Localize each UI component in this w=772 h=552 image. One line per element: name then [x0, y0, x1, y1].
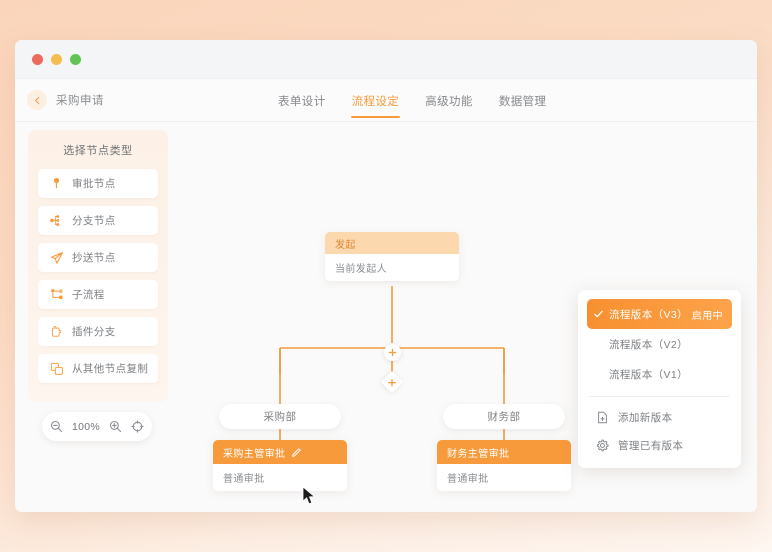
approval-node-body: 普通审批: [447, 474, 489, 485]
gear-icon: [595, 438, 609, 452]
add-branch-button[interactable]: [380, 370, 404, 394]
node-type-panel-title: 选择节点类型: [63, 145, 133, 157]
file-plus-icon: [595, 410, 609, 424]
node-type-branch[interactable]: 分支节点: [38, 206, 158, 235]
approval-node-body: 普通审批: [223, 474, 265, 485]
node-type-panel: 选择节点类型 审批节点 分支节点: [28, 130, 168, 402]
node-type-approval[interactable]: 审批节点: [38, 169, 158, 198]
version-item-label: 流程版本（V2）: [609, 338, 689, 351]
node-type-plugin-branch[interactable]: 插件分支: [38, 317, 158, 346]
tab-process-settings[interactable]: 流程设定: [339, 79, 413, 122]
node-type-label: 插件分支: [72, 326, 116, 338]
branch-label-procurement[interactable]: 采购部: [219, 404, 341, 429]
node-type-copy-from-other[interactable]: 从其他节点复制: [38, 354, 158, 383]
start-node-header: 发起: [325, 232, 459, 254]
node-type-label: 审批节点: [72, 178, 116, 190]
node-type-cc[interactable]: 抄送节点: [38, 243, 158, 272]
zoom-out-icon[interactable]: [50, 420, 63, 433]
tab-form-design[interactable]: 表单设计: [278, 95, 326, 108]
version-item-v3[interactable]: 流程版本（V3） 启用中: [587, 299, 732, 329]
app-header: 采购申请 表单设计 流程设定 高级功能 数据管理: [15, 79, 757, 122]
branch-icon: [49, 213, 64, 228]
window-titlebar: [15, 40, 757, 79]
pencil-icon[interactable]: [291, 447, 302, 458]
node-type-label: 分支节点: [72, 215, 116, 227]
approval-node-header: 采购主管审批: [213, 440, 347, 464]
divider: [589, 396, 730, 397]
back-label: 采购申请: [56, 95, 104, 107]
version-item-v1[interactable]: 流程版本（V1）: [587, 359, 732, 389]
check-icon: [593, 309, 604, 320]
fit-to-screen-icon[interactable]: [131, 420, 144, 433]
plus-icon: [388, 378, 397, 387]
add-node-button[interactable]: [384, 343, 401, 361]
tab-data-management[interactable]: 数据管理: [498, 95, 547, 108]
approval-node-finance[interactable]: 财务主管审批 普通审批: [437, 440, 571, 491]
version-item-v2[interactable]: 流程版本（V2）: [587, 329, 732, 359]
version-item-label: 流程版本（V3）: [609, 308, 689, 321]
subflow-icon: [49, 287, 64, 302]
status-badge: 启用中: [691, 310, 723, 322]
start-node-body: 当前发起人: [335, 264, 387, 275]
branch-label-finance[interactable]: 财务部: [443, 404, 565, 429]
approval-node-header: 财务主管审批: [437, 440, 571, 464]
paper-plane-icon: [49, 250, 64, 265]
back-button[interactable]: 采购申请: [27, 90, 104, 110]
node-type-subflow[interactable]: 子流程: [38, 280, 158, 309]
add-new-version-button[interactable]: 添加新版本: [578, 403, 741, 431]
approval-node-title: 财务主管审批: [447, 448, 510, 460]
zoom-in-icon[interactable]: [109, 420, 122, 433]
approval-node-procurement[interactable]: 采购主管审批 普通审批: [213, 440, 347, 491]
copy-icon: [49, 361, 64, 376]
node-type-label: 从其他节点复制: [72, 363, 149, 375]
map-pin-icon: [49, 176, 64, 191]
tab-bar: 表单设计 流程设定 高级功能 数据管理: [265, 79, 559, 122]
puzzle-icon: [49, 324, 64, 339]
app-window: 采购申请 表单设计 流程设定 高级功能 数据管理: [15, 40, 757, 512]
minimize-window-button[interactable]: [51, 53, 62, 65]
tab-advanced-features[interactable]: 高级功能: [425, 95, 473, 108]
node-type-label: 抄送节点: [72, 252, 116, 264]
add-new-version-label: 添加新版本: [618, 411, 673, 424]
flow-canvas[interactable]: 选择节点类型 审批节点 分支节点: [15, 122, 757, 511]
approval-node-title: 采购主管审批: [223, 448, 286, 460]
zoom-level-value: 100%: [71, 420, 101, 433]
manage-versions-label: 管理已有版本: [618, 439, 684, 452]
manage-versions-button[interactable]: 管理已有版本: [578, 431, 741, 459]
close-window-button[interactable]: [32, 53, 43, 65]
maximize-window-button[interactable]: [70, 53, 81, 65]
start-node[interactable]: 发起 当前发起人: [325, 232, 459, 281]
chevron-left-icon: [27, 90, 47, 110]
zoom-toolbar: 100%: [42, 412, 152, 441]
version-dropdown-panel: 流程版本（V3） 启用中 流程版本（V2） 流程版本（V1） 添加新版本: [578, 290, 741, 468]
node-type-label: 子流程: [72, 289, 105, 301]
version-item-label: 流程版本（V1）: [609, 368, 689, 381]
